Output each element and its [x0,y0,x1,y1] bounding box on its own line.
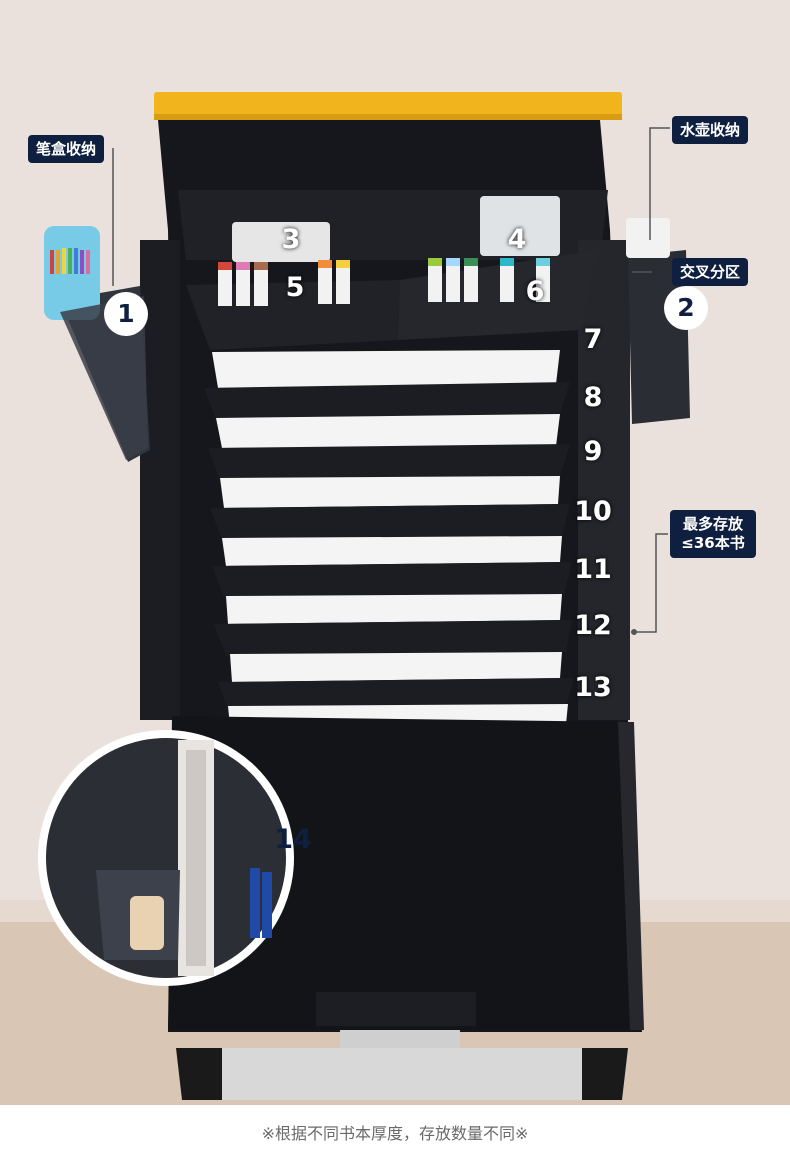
marker-14: 14 [274,824,312,855]
marker-10: 10 [574,496,612,527]
marker-4: 4 [507,224,527,255]
marker-6: 6 [525,276,545,307]
marker-3: 3 [281,224,301,255]
marker-13: 13 [574,672,612,703]
footnote: ※根据不同书本厚度，存放数量不同※ [261,1124,529,1143]
marker-2: 2 [664,286,708,330]
marker-8: 8 [583,382,603,413]
marker-1: 1 [104,292,148,336]
marker-5: 5 [285,272,305,303]
kettle-storage-label: 水壶收纳 [672,116,749,144]
marker-9: 9 [583,436,603,467]
marker-11: 11 [574,554,612,585]
pencil-case-label: 笔盒收纳 [28,135,105,163]
marker-12: 12 [574,610,612,641]
cross-partition-label: 交叉分区 [672,258,749,286]
max-storage-label: 最多存放≤36本书 [670,510,756,558]
marker-7: 7 [583,324,603,355]
